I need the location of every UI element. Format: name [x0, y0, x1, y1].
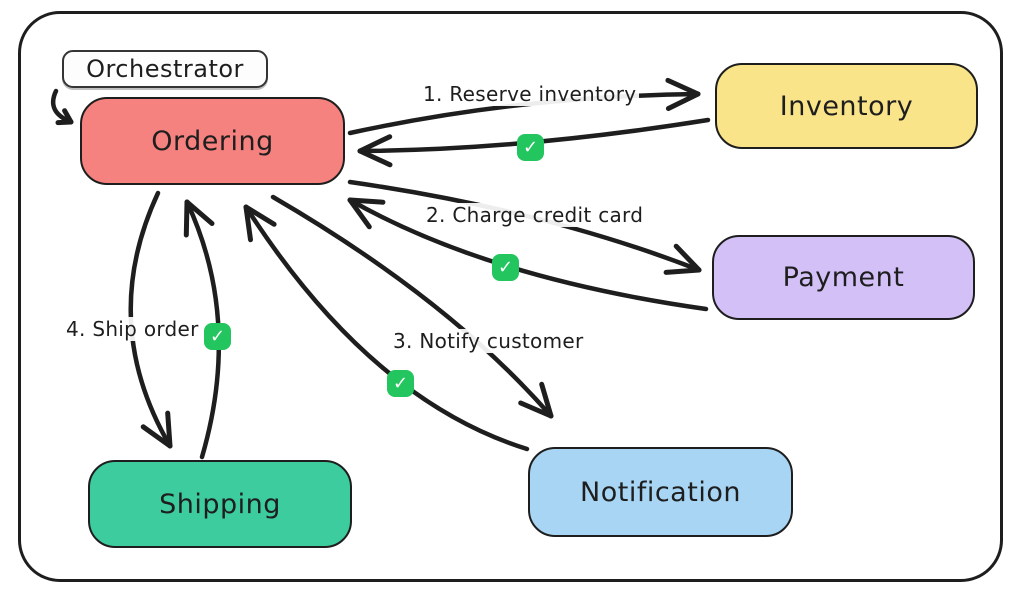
- node-inventory-label: Inventory: [779, 90, 914, 122]
- check-icon: ✓: [517, 134, 544, 161]
- node-ordering-label: Ordering: [151, 125, 274, 157]
- check-icon: ✓: [492, 254, 519, 281]
- node-shipping: Shipping: [88, 460, 352, 548]
- node-payment: Payment: [712, 235, 975, 320]
- node-notification: Notification: [528, 447, 793, 537]
- check-glyph: ✓: [497, 256, 514, 278]
- orchestrator-annotation-label: Orchestrator: [86, 55, 244, 83]
- node-shipping-label: Shipping: [159, 488, 281, 520]
- diagram-frame: [18, 11, 1003, 582]
- orchestrator-annotation: Orchestrator: [62, 50, 268, 88]
- node-payment-label: Payment: [782, 262, 905, 293]
- edge-label-reserve-inventory: 1. Reserve inventory: [420, 82, 640, 106]
- check-glyph: ✓: [392, 372, 409, 394]
- edge-label-notify-customer: 3. Notify customer: [390, 329, 587, 353]
- check-icon: ✓: [204, 323, 231, 350]
- node-notification-label: Notification: [580, 476, 741, 508]
- edge-label-charge-credit-card: 2. Charge credit card: [423, 203, 647, 227]
- node-ordering: Ordering: [80, 97, 345, 185]
- check-glyph: ✓: [522, 136, 539, 158]
- node-inventory: Inventory: [715, 63, 978, 149]
- check-icon: ✓: [387, 370, 414, 397]
- edge-label-ship-order: 4. Ship order: [63, 317, 202, 341]
- check-glyph: ✓: [209, 325, 226, 347]
